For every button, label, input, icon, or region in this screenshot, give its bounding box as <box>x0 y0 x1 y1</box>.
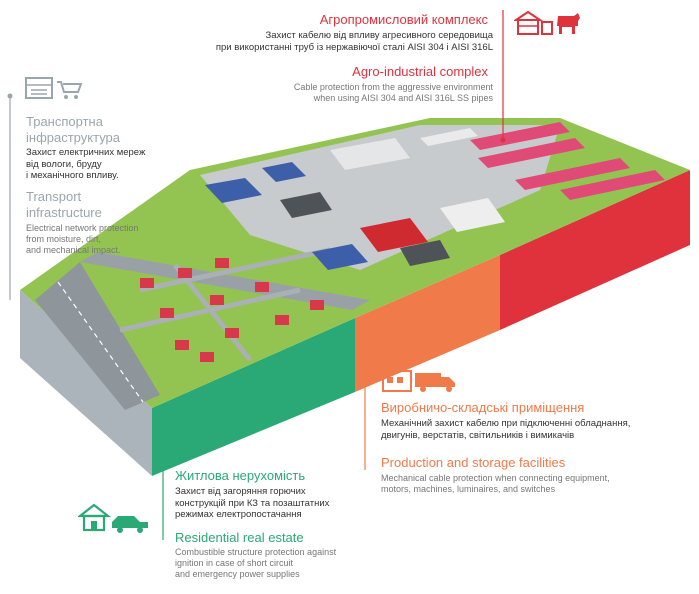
production-red-building <box>360 218 428 252</box>
transport-title-en-line: Transport <box>26 189 82 204</box>
transport-desc-en: Electrical network protection from moist… <box>26 223 139 256</box>
factory-truck-icon <box>382 370 455 392</box>
residential-desc-en-line: Combustible structure protection against <box>175 547 337 557</box>
production-title-en: Production and storage facilities <box>381 455 566 470</box>
warehouse-blue-roof <box>205 178 262 203</box>
factory-grey-roof <box>330 138 410 170</box>
highway <box>35 262 160 410</box>
production-desc-ua-line: двигунів, верстатів, світильників і вими… <box>381 429 575 441</box>
agro-title-en: Agro-industrial complex <box>352 64 488 79</box>
production-desc-ua: Механічний захист кабелю при підключенні… <box>381 418 630 441</box>
main-road <box>80 252 370 310</box>
transport-section-wall <box>20 290 152 476</box>
warehouse-blue-roof-2 <box>262 162 306 182</box>
agro-desc-en-line: Cable protection from the aggressive env… <box>293 82 493 92</box>
residential-desc-en-line: and emergency power supplies <box>175 568 300 579</box>
residential-street <box>173 263 252 362</box>
transport-title-ua-line: інфраструктура <box>26 129 121 145</box>
transport-title-en-line: infrastructure <box>26 204 102 220</box>
transport-desc-ua-line: і механічного впливу. <box>26 170 119 182</box>
agro-title-ua: Агропромисловий комплекс <box>319 12 488 27</box>
highway-lane-marking <box>57 281 144 403</box>
transport-desc-ua-line: від вологи, бруду <box>26 158 102 170</box>
production-section-wall <box>355 255 500 392</box>
farm-cow-icon <box>514 10 580 35</box>
agro-desc-en: Cable protection from the aggressive env… <box>294 82 493 104</box>
storage-white-building <box>440 198 505 232</box>
agro-desc-ua-line: при використанні труб із нержавіючої ста… <box>215 41 493 53</box>
residential-desc-ua-line: режимах електропостачання <box>175 509 302 521</box>
warehouse-dark-roof <box>280 192 332 218</box>
transport-desc-en-line: from moisture, dirt, <box>26 233 102 244</box>
transport-desc-ua-line: Захист електричних мереж <box>26 147 146 158</box>
agro-desc-en-line: when using AISI 304 and AISI 316L SS pip… <box>313 92 493 103</box>
transport-title-en: Transport infrastructure <box>26 189 102 221</box>
production-title-ua: Виробничо-складські приміщення <box>381 400 585 415</box>
residential-desc-en: Combustible structure protection against… <box>175 547 336 580</box>
residential-desc-ua-line: Захист від загоряння горючих <box>175 486 306 497</box>
agro-barns <box>420 122 665 200</box>
residential-desc-en-line: ignition in case of short circuit <box>175 557 294 568</box>
production-desc-en: Mechanical cable protection when connect… <box>381 473 610 495</box>
shop-cart-icon <box>25 77 83 99</box>
transport-desc-en-line: Electrical network protection <box>26 223 139 233</box>
transport-desc-en-line: and mechanical impact. <box>26 244 121 255</box>
agro-desc-ua-line: Захист кабелю від впливу агресивного сер… <box>265 30 494 41</box>
agro-section-wall <box>500 170 690 330</box>
production-desc-en-line: Mechanical cable protection when connect… <box>381 473 610 483</box>
transport-desc-ua: Захист електричних мереж від вологи, бру… <box>26 147 145 182</box>
residential-title-ua: Житлова нерухомість <box>175 468 306 483</box>
warehouse-blue-roof-3 <box>312 244 368 270</box>
residential-desc-ua-line: конструкцій при КЗ та позаштатних <box>175 497 330 509</box>
warehouse-dark-roof-2 <box>400 240 450 266</box>
residential-title-en: Residential real estate <box>175 530 304 545</box>
houses <box>140 258 324 362</box>
house-car-icon <box>78 503 148 533</box>
residential-desc-ua: Захист від загоряння горючих конструкцій… <box>175 486 329 521</box>
residential-section-wall <box>152 318 355 476</box>
transport-title-ua: Транспортна інфраструктура <box>26 114 120 146</box>
transport-title-ua-line: Транспортна <box>26 114 103 129</box>
agro-desc-ua: Захист кабелю від впливу агресивного сер… <box>216 30 493 53</box>
residential-street <box>139 247 331 293</box>
production-desc-en-line: motors, machines, luminaires, and switch… <box>381 483 556 494</box>
production-desc-ua-line: Механічний захист кабелю при підключенні… <box>381 418 631 429</box>
industrial-pavement <box>200 125 560 270</box>
